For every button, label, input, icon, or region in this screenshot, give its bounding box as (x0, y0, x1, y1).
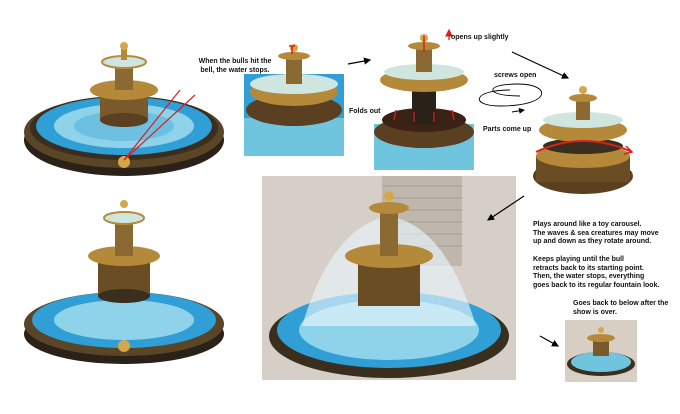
annotation-screws-open: screws open (494, 72, 537, 79)
fountain-image-thumbnail (565, 320, 637, 382)
fountain-image-top-left (20, 40, 228, 180)
fountain-image-folds-out (244, 40, 344, 156)
annotation-folds-out: Folds out (349, 108, 381, 115)
annotation-bulls-hit-bell: When the bulls hit the bell, the water s… (198, 58, 272, 74)
fountain-image-screws-open (374, 30, 474, 170)
fountain-image-spraying (262, 176, 516, 380)
annotation-goes-back: Goes back to below after the show is ove… (573, 300, 669, 316)
annotation-parts-come-up: Parts come up (483, 126, 532, 133)
fountain-image-bottom-left (20, 196, 228, 366)
annotation-opens-up: opens up slightly (451, 34, 509, 41)
annotation-keeps-playing: Keeps playing until the bull retracts ba… (533, 256, 660, 289)
fountain-image-carousel (528, 80, 638, 220)
annotation-carousel: Plays around like a toy carousel. The wa… (533, 221, 659, 245)
